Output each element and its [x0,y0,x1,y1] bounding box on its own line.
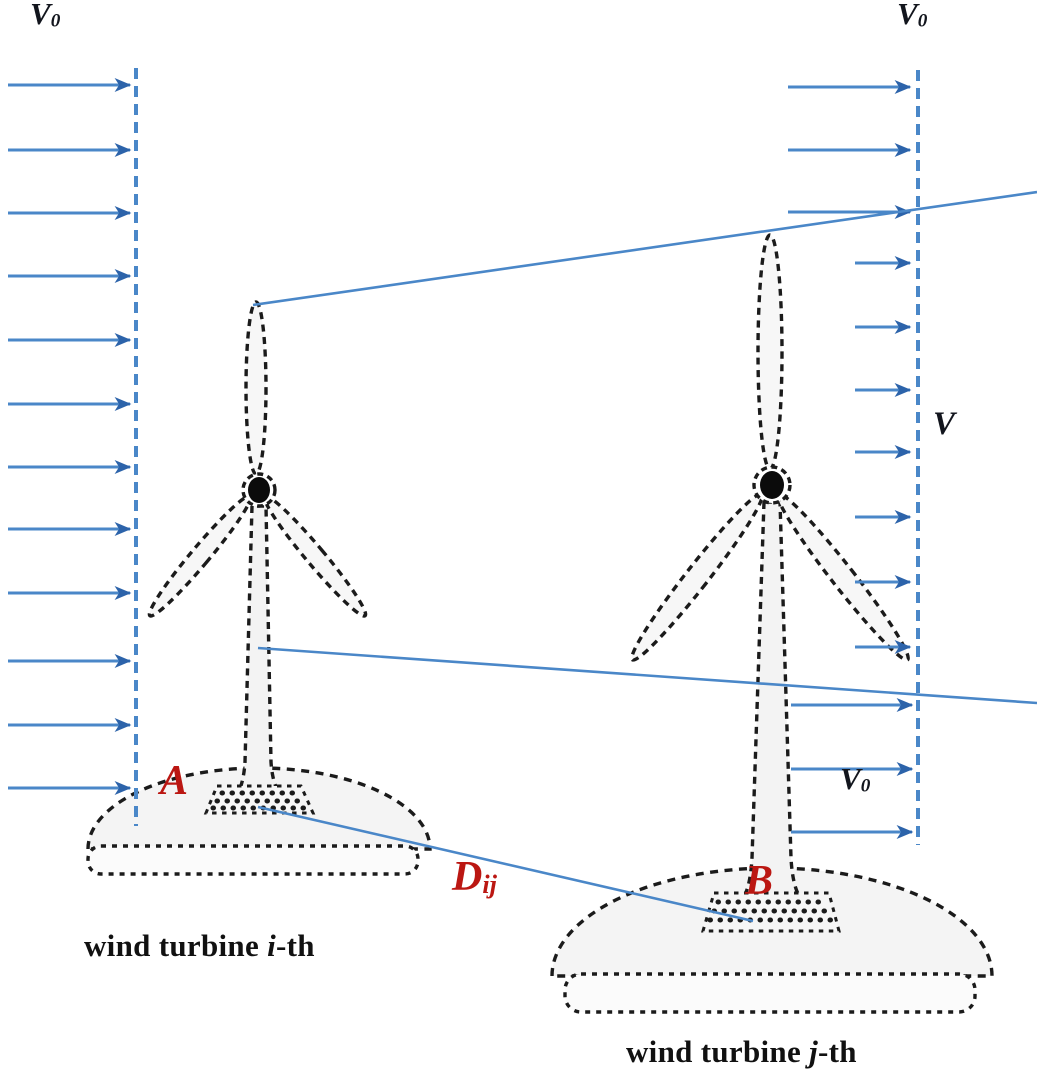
turbine-i-blade-up [244,300,268,476]
turbine-j-blade-left [630,492,764,662]
label-v0-top-right: V0 [897,0,927,31]
label-v0-sub: 0 [860,775,871,797]
turbine-i-hub [248,477,270,503]
velocity-profile-right [788,70,920,845]
turbine-i [86,300,432,876]
label-v0-main: V [840,761,861,796]
turbine-i-foundation-slab [86,844,420,876]
label-point-a: A [160,758,189,804]
caption-wind-turbine-j: wind turbine j-th [626,1036,857,1067]
turbine-j-blade-up [756,233,784,471]
label-v0-main: V [897,0,918,31]
label-point-b: B [745,858,774,904]
turbine-j [550,233,994,1014]
wake-expansion-lines [252,190,1037,705]
caption-index-i: i [267,928,276,963]
label-v0-main: V [30,0,51,31]
distance-dij-line [257,805,754,923]
turbine-j-hub [760,471,784,499]
label-v-main: V [933,406,956,442]
turbine-i-blade-right [262,494,368,618]
turbine-j-tower [732,500,812,906]
wake-line-1 [252,190,1037,307]
label-dij-main: D [452,854,483,900]
turbine-i-tower [226,504,287,801]
label-v0-sub: 0 [917,10,928,32]
label-v0-sub: 0 [50,10,61,32]
inflow-profile-left [8,68,138,826]
wake-line-2 [257,646,1037,705]
caption-suffix: -th [275,928,315,963]
turbine-j-blade-right [776,492,910,662]
dij-line [257,805,754,923]
turbine-i-blade-left [147,494,253,618]
label-v-wake: V [933,408,955,441]
caption-index-j: j [809,1034,818,1069]
label-v0-recovered: V0 [840,763,870,796]
label-dij-sub: ij [482,870,497,900]
label-distance-dij: Dij [452,856,497,898]
label-v0-top-left: V0 [30,0,60,31]
turbine-j-foundation-slab [563,972,977,1014]
caption-prefix: wind turbine [626,1034,810,1069]
caption-wind-turbine-i: wind turbine i-th [84,930,315,961]
caption-suffix: -th [817,1034,857,1069]
caption-prefix: wind turbine [84,928,268,963]
